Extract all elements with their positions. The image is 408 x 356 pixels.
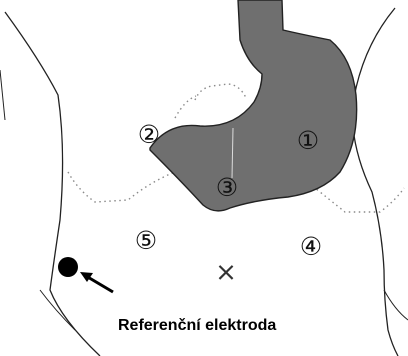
electrode-position-1: ①	[297, 126, 319, 155]
stomach-shape	[150, 0, 357, 211]
electrode-position-5: ⑤	[135, 226, 157, 255]
reference-electrode-arrow	[80, 272, 113, 292]
electrode-position-4: ④	[300, 232, 322, 261]
body-outline-right	[352, 8, 398, 356]
reference-electrode-label: Referenční elektroda	[118, 317, 276, 334]
electrode-position-3: ③	[216, 173, 238, 202]
electrode-position-2: ②	[138, 120, 160, 149]
sternum-rib-line	[175, 96, 196, 118]
left-arm-line	[0, 70, 5, 120]
hip-line-left	[40, 290, 75, 330]
body-outline-left	[5, 12, 100, 356]
reference-electrode-dot	[58, 257, 78, 277]
navel-marker: ×	[215, 258, 237, 288]
hip-line-right	[384, 290, 408, 320]
